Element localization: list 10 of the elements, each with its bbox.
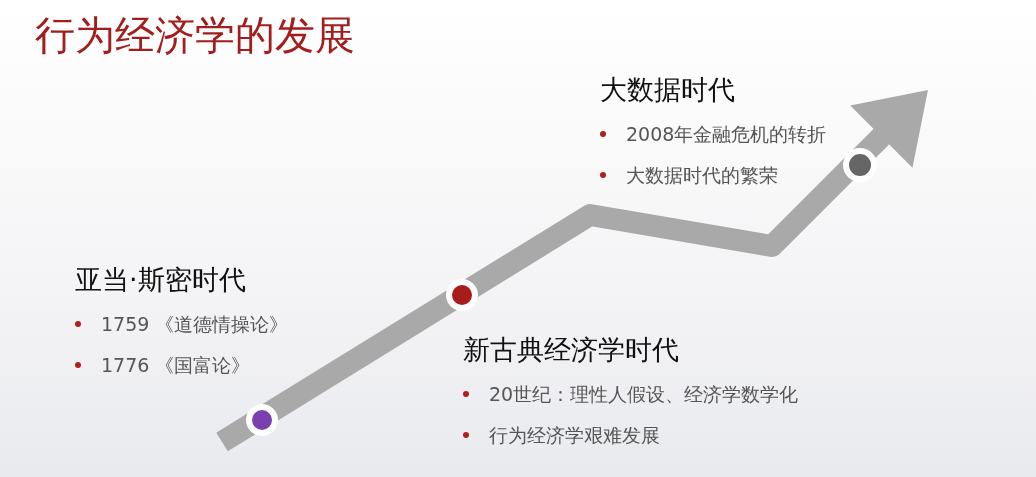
bullet-point: 行为经济学艰难发展 bbox=[463, 423, 660, 449]
bullet-point: 2008年金融危机的转折 bbox=[600, 122, 827, 148]
bullet-point: 1759 《道德情操论》 bbox=[75, 312, 289, 338]
bullet-point: 20世纪：理性人假设、经济学数学化 bbox=[463, 382, 799, 408]
bullet-point: 1776 《国富论》 bbox=[75, 353, 251, 379]
era-heading: 新古典经济学时代 bbox=[463, 333, 680, 367]
bullet-point: 大数据时代的繁荣 bbox=[600, 163, 778, 189]
era-heading: 大数据时代 bbox=[600, 73, 736, 107]
slide-title: 行为经济学的发展 bbox=[35, 11, 355, 60]
era-heading: 亚当·斯密时代 bbox=[75, 263, 247, 297]
